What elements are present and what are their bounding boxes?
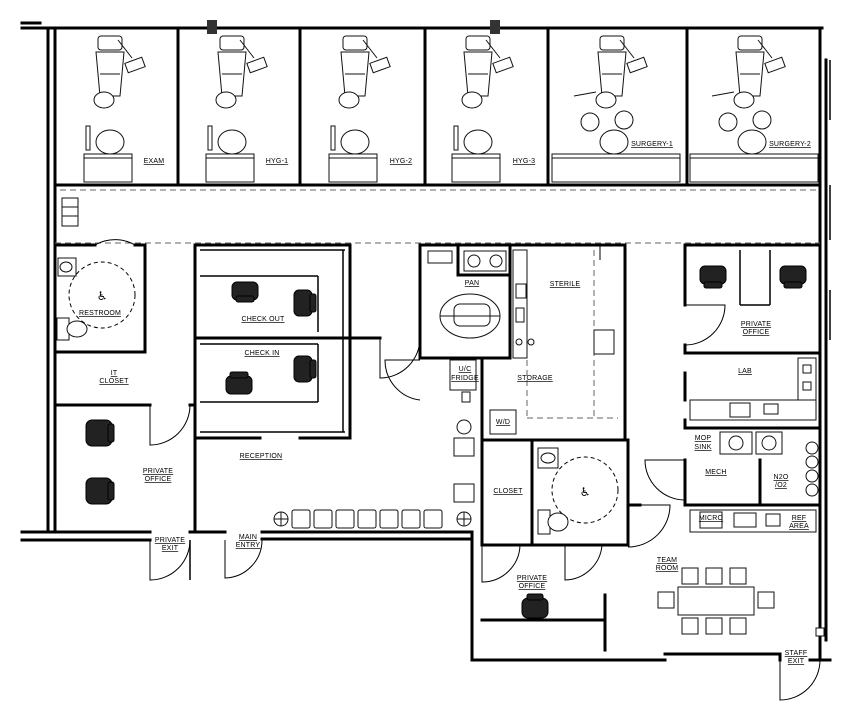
label-hyg3: HYG-3 bbox=[513, 158, 535, 165]
team-chair bbox=[681, 567, 699, 585]
label-uc: U/C bbox=[459, 366, 472, 373]
label-staff-exit: EXIT bbox=[788, 658, 805, 665]
right-office-chairs bbox=[699, 265, 807, 289]
dental-chair bbox=[689, 35, 819, 183]
label-pan: PAN bbox=[465, 280, 479, 287]
lab-counter bbox=[689, 357, 817, 421]
bottom-office-chair bbox=[521, 593, 549, 619]
restroom-fixtures: ♿ bbox=[56, 257, 136, 341]
team-chair bbox=[729, 617, 747, 635]
label-surgery2: SURGERY-2 bbox=[769, 141, 811, 148]
label-main-entry-1: MAIN bbox=[239, 534, 257, 541]
bottom-office-walls bbox=[480, 593, 607, 652]
label-surgery1: SURGERY-1 bbox=[631, 141, 673, 148]
label-sterile: STERILE bbox=[550, 281, 581, 288]
waiting-chair bbox=[335, 509, 355, 529]
dental-chair bbox=[205, 35, 268, 183]
label-private-exit-1: PRIVATE bbox=[155, 537, 185, 544]
dental-chairs bbox=[83, 35, 819, 183]
label-room: ROOM bbox=[656, 565, 679, 572]
waiting-chair bbox=[401, 509, 421, 529]
left-office-chairs bbox=[85, 419, 115, 505]
dental-chair bbox=[83, 35, 146, 183]
label-hyg1: HYG-1 bbox=[266, 158, 288, 165]
label-closet-left: CLOSET bbox=[99, 378, 129, 385]
label-hyg2: HYG-2 bbox=[390, 158, 412, 165]
label-mech: MECH bbox=[705, 469, 726, 476]
label-check-out: CHECK OUT bbox=[241, 316, 285, 323]
label-exam: EXAM bbox=[144, 158, 165, 165]
dental-chair bbox=[451, 35, 514, 183]
label-main-entry-2: ENTRY bbox=[236, 542, 261, 549]
storage-fixtures bbox=[449, 359, 517, 527]
pan-equipment bbox=[427, 250, 507, 339]
label-restroom-left: RESTROOM bbox=[79, 310, 121, 317]
team-chair bbox=[657, 591, 675, 609]
label-it: IT bbox=[111, 370, 118, 377]
label-private-exit-2: EXIT bbox=[162, 545, 179, 552]
mech-equipment bbox=[719, 431, 819, 497]
waiting-chair bbox=[291, 509, 311, 529]
left-walls bbox=[53, 243, 382, 534]
svg-text:♿: ♿ bbox=[580, 485, 591, 499]
label-n2o: N2O bbox=[774, 474, 789, 481]
label-mop: MOP bbox=[695, 435, 712, 442]
waiting-chair bbox=[379, 509, 399, 529]
label-team: TEAM bbox=[657, 557, 677, 564]
label-private-left-1: PRIVATE bbox=[143, 468, 173, 475]
dental-chair bbox=[551, 35, 681, 183]
label-area: AREA bbox=[789, 523, 809, 530]
label-storage: STORAGE bbox=[517, 375, 553, 382]
exterior-walls bbox=[20, 21, 832, 662]
waiting-chairs bbox=[291, 509, 443, 529]
label-reception: RECEPTION bbox=[240, 453, 283, 460]
label-micro: MICRO bbox=[699, 515, 724, 522]
svg-text:♿: ♿ bbox=[97, 289, 108, 303]
operatory-walls bbox=[53, 20, 822, 187]
label-o2: /O2 bbox=[775, 482, 787, 489]
label-staff: STAFF bbox=[785, 650, 808, 657]
label-private-bottom-2: OFFICE bbox=[519, 583, 546, 590]
label-lab: LAB bbox=[738, 368, 752, 375]
team-chair bbox=[705, 617, 723, 635]
label-sink: SINK bbox=[694, 444, 711, 451]
center-walls bbox=[418, 243, 630, 547]
label-wd: W/D bbox=[496, 419, 510, 426]
room-labels: EXAM HYG-1 HYG-2 HYG-3 SURGERY-1 SURGERY… bbox=[79, 141, 811, 665]
checkout-chairs bbox=[225, 281, 317, 395]
label-ref: REF bbox=[792, 515, 807, 522]
waiting-chair bbox=[357, 509, 377, 529]
team-chair bbox=[757, 591, 775, 609]
label-closet-center: CLOSET bbox=[493, 488, 523, 495]
sterile-counters bbox=[512, 244, 615, 359]
waiting-chair bbox=[313, 509, 333, 529]
corridor-cabinet bbox=[61, 197, 79, 227]
dental-chair bbox=[328, 35, 391, 183]
team-chair bbox=[705, 567, 723, 585]
team-chair bbox=[681, 617, 699, 635]
team-room-table bbox=[657, 567, 775, 635]
label-private-right-1: PRIVATE bbox=[741, 321, 771, 328]
center-restroom-fixtures: ♿ bbox=[537, 447, 619, 535]
waiting-chair bbox=[423, 509, 443, 529]
team-chair bbox=[729, 567, 747, 585]
label-check-in: CHECK IN bbox=[244, 350, 279, 357]
label-private-right-2: OFFICE bbox=[743, 329, 770, 336]
label-private-bottom-1: PRIVATE bbox=[517, 575, 547, 582]
label-private-left-2: OFFICE bbox=[145, 476, 172, 483]
team-room-counter bbox=[689, 509, 817, 533]
label-fridge: FRIDGE bbox=[451, 375, 479, 382]
